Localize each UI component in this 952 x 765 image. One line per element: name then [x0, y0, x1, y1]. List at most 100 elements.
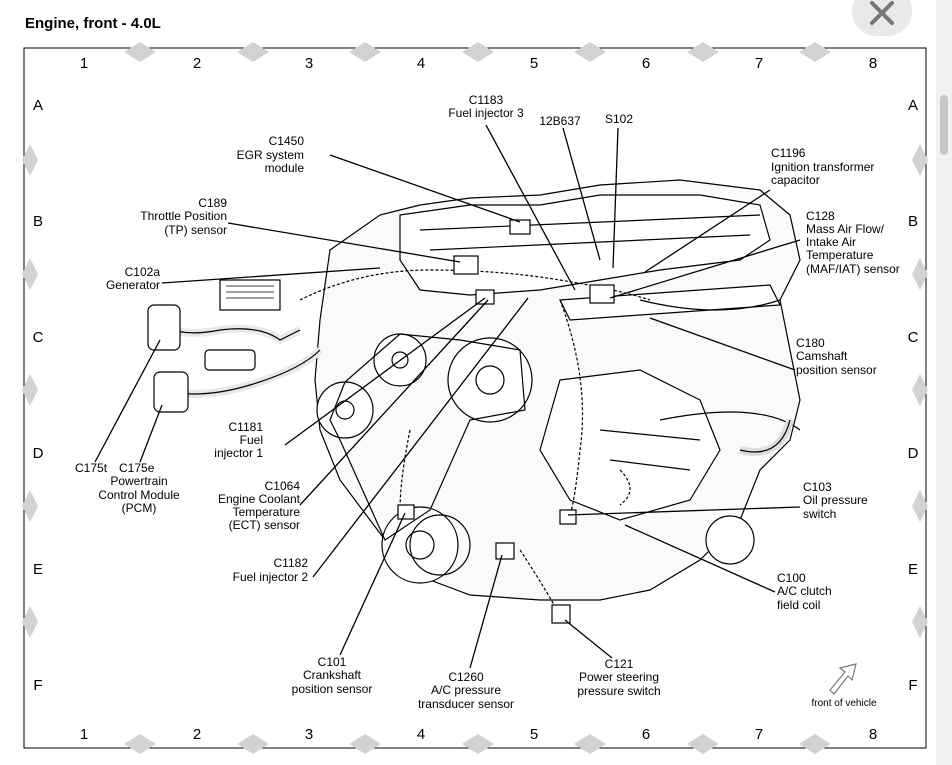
- component-name: Fuel: [240, 433, 263, 447]
- component-name: Engine Coolant: [218, 492, 301, 506]
- connector-id: C101: [318, 655, 347, 669]
- component-name: Camshaft: [796, 349, 848, 363]
- row-labels-right: A B C D E F: [908, 97, 919, 694]
- row-label: F: [33, 677, 42, 694]
- component-name: field coil: [777, 598, 820, 612]
- connector-id: C1064: [265, 479, 301, 493]
- component-name: A/C pressure: [431, 683, 501, 697]
- border-marker: [237, 42, 269, 62]
- column-label: 8: [869, 55, 877, 72]
- component-name: injector 1: [214, 446, 263, 460]
- border-marker: [462, 42, 494, 62]
- component-name: EGR system: [237, 148, 304, 162]
- leader-lines: [94, 124, 801, 669]
- border-marker: [349, 734, 381, 754]
- callout-c1181: C1181 Fuel injector 1: [214, 420, 263, 460]
- component-name: Generator: [106, 278, 160, 292]
- border-marker: [912, 490, 928, 522]
- component-name: capacitor: [771, 173, 820, 187]
- component-name: Throttle Position: [140, 209, 227, 223]
- column-label: 5: [530, 55, 538, 72]
- connector-id: C102a: [125, 265, 161, 279]
- callout-c1450: C1450 EGR system module: [237, 134, 305, 175]
- connector-id: S102: [605, 112, 633, 126]
- callout-c1196: C1196 Ignition transformer capacitor: [771, 146, 874, 187]
- border-marker: [22, 490, 38, 522]
- connector-id: C1450: [269, 134, 305, 148]
- callout-c175: C175t C175e Powertrain Control Module (P…: [75, 461, 180, 515]
- component-name: Mass Air Flow/: [806, 222, 885, 236]
- engine-illustration: [146, 179, 801, 624]
- row-label: A: [908, 97, 918, 114]
- scrollbar[interactable]: [936, 0, 952, 765]
- component-name: Intake Air: [806, 235, 856, 249]
- component-name: (TP) sensor: [164, 223, 227, 237]
- front-of-vehicle-label: front of vehicle: [811, 698, 876, 709]
- border-marker: [462, 734, 494, 754]
- row-label: C: [33, 329, 44, 346]
- column-label: 2: [193, 726, 201, 743]
- border-marker: [687, 42, 719, 62]
- border-marker: [22, 606, 38, 638]
- component-name: switch: [803, 507, 836, 521]
- callout-12b637: 12B637: [539, 114, 581, 128]
- column-label: 4: [417, 55, 425, 72]
- border-marker: [912, 258, 928, 290]
- scrollbar-thumb[interactable]: [940, 95, 948, 155]
- border-marker: [22, 258, 38, 290]
- connector-id: C128: [806, 209, 835, 223]
- border-marker: [349, 42, 381, 62]
- border-markers: [22, 42, 928, 754]
- connector-id: C1182: [274, 556, 309, 570]
- column-label: 1: [80, 726, 88, 743]
- border-marker: [799, 42, 831, 62]
- border-marker: [912, 606, 928, 638]
- border-marker: [124, 734, 156, 754]
- page-title: Engine, front - 4.0L: [25, 15, 161, 32]
- row-label: D: [908, 445, 919, 462]
- column-label: 2: [193, 55, 201, 72]
- column-label: 7: [755, 55, 763, 72]
- column-label: 3: [305, 726, 313, 743]
- connector-id: C103: [803, 480, 832, 494]
- component-name: Crankshaft: [303, 668, 362, 682]
- border-marker: [574, 734, 606, 754]
- component-name: Fuel injector 3: [448, 106, 524, 120]
- component-name: Powertrain: [110, 474, 167, 488]
- callout-s102: S102: [605, 112, 633, 126]
- component-name: Oil pressure: [803, 493, 868, 507]
- callout-c101: C101 Crankshaft position sensor: [292, 655, 373, 696]
- row-label: C: [908, 329, 919, 346]
- component-name: position sensor: [796, 363, 877, 377]
- callout-c180: C180 Camshaft position sensor: [796, 336, 877, 377]
- column-label: 6: [642, 55, 650, 72]
- column-label: 6: [642, 726, 650, 743]
- component-name: Control Module: [98, 488, 180, 502]
- callout-c1064: C1064 Engine Coolant Temperature (ECT) s…: [218, 479, 301, 532]
- callout-c189: C189 Throttle Position (TP) sensor: [140, 196, 227, 237]
- connector-id: C189: [198, 196, 227, 210]
- row-label: B: [908, 213, 918, 230]
- callout-c102a: C102a Generator: [106, 265, 160, 292]
- border-marker: [574, 42, 606, 62]
- border-marker: [22, 144, 38, 176]
- component-name: Temperature: [806, 248, 874, 262]
- close-button[interactable]: [852, 0, 912, 36]
- row-label: E: [908, 561, 918, 578]
- callout-c103: C103 Oil pressure switch: [803, 480, 868, 521]
- column-label: 7: [755, 726, 763, 743]
- close-icon: [870, 1, 894, 25]
- component-name: Fuel injector 2: [233, 570, 309, 584]
- column-labels-bottom: 1 2 3 4 5 6 7 8: [80, 726, 877, 743]
- border-marker: [912, 144, 928, 176]
- callout-c1183: C1183 Fuel injector 3: [448, 93, 524, 120]
- border-marker: [124, 42, 156, 62]
- callout-c1260: C1260 A/C pressure transducer sensor: [418, 670, 514, 711]
- front-arrow-icon: [829, 663, 857, 695]
- component-name: A/C clutch: [777, 584, 832, 598]
- component-name: pressure switch: [577, 684, 660, 698]
- row-label: A: [33, 97, 43, 114]
- column-label: 3: [305, 55, 313, 72]
